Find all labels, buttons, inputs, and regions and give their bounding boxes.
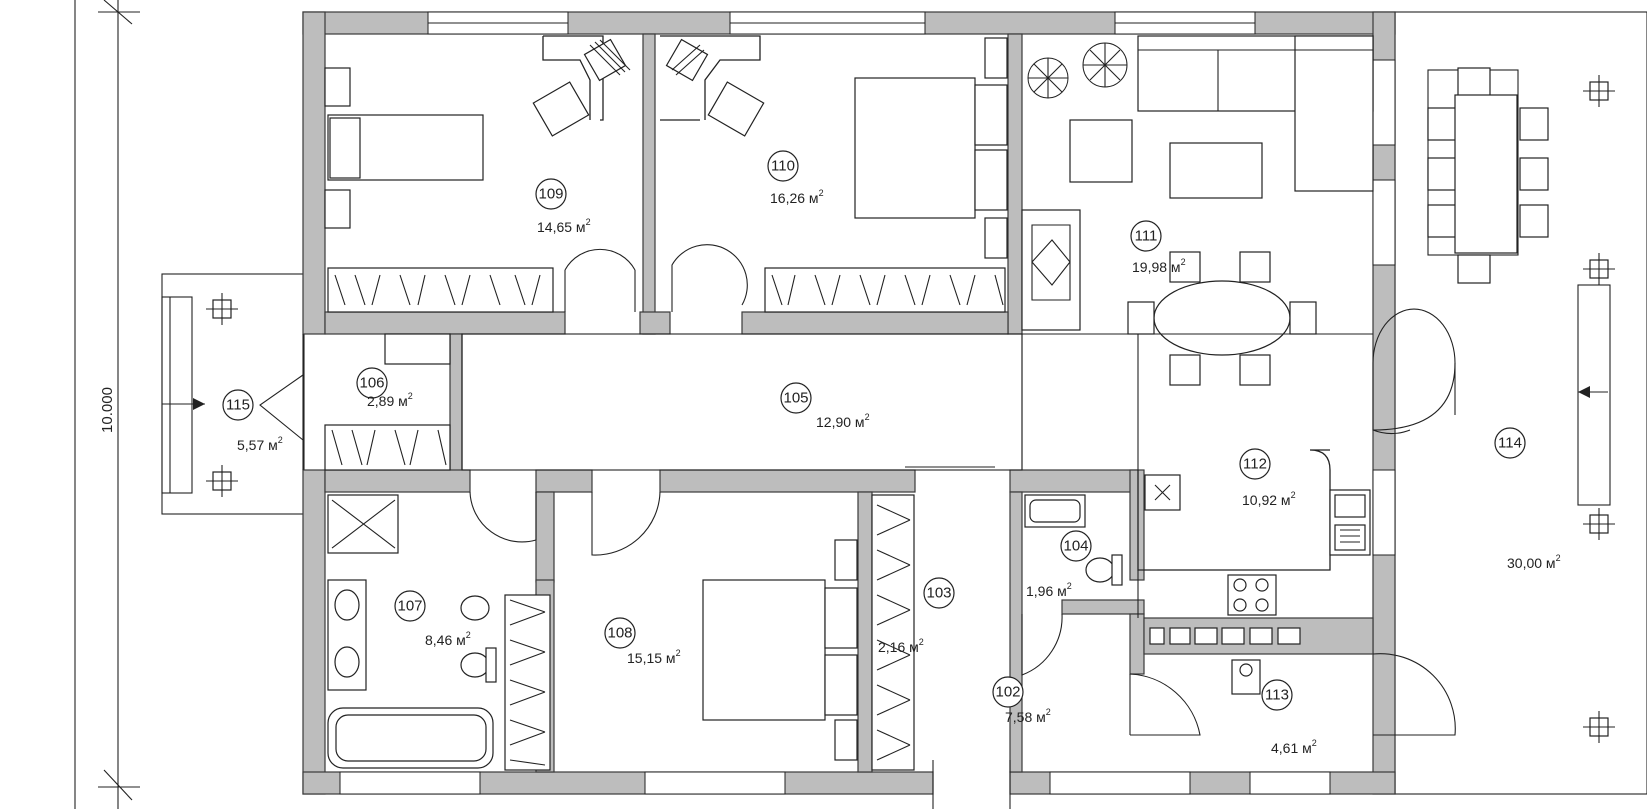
room-area: 4,61 м2 xyxy=(1271,738,1317,756)
room-112-furniture xyxy=(1021,308,1456,618)
room-number: 109 xyxy=(538,186,563,203)
room-area-value: 4,61 м xyxy=(1271,740,1312,756)
room-number-circle xyxy=(1261,679,1293,711)
room-area-superscript: 2 xyxy=(819,188,824,198)
room-area: 8,46 м2 xyxy=(425,630,471,648)
room-area-superscript: 2 xyxy=(1067,581,1072,591)
room-area-value: 30,00 м xyxy=(1507,555,1556,571)
room-number-circle xyxy=(222,389,254,421)
room-102-104-furniture xyxy=(932,494,1201,809)
room-area: 5,57 м2 xyxy=(237,435,283,453)
room-number-circle xyxy=(1494,427,1526,459)
dimension-line: 10.000 xyxy=(74,0,140,809)
room-area-value: 2,89 м xyxy=(367,393,408,409)
room-area: 12,90 м2 xyxy=(816,412,870,430)
room-area-value: 14,65 м xyxy=(537,219,586,235)
room-area: 19,98 м2 xyxy=(1132,257,1186,275)
room-111-furniture xyxy=(1021,35,1374,386)
room-number-circle xyxy=(780,382,812,414)
room-area-superscript: 2 xyxy=(1291,490,1296,500)
room-number: 112 xyxy=(1243,456,1267,473)
room-area: 10,92 м2 xyxy=(1242,490,1296,508)
room-area-value: 15,15 м xyxy=(627,650,676,666)
room-area-value: 19,98 м xyxy=(1132,259,1181,275)
room-113-furniture xyxy=(1149,627,1456,736)
room-number: 110 xyxy=(771,158,795,175)
dimension-label: 10.000 xyxy=(99,387,116,433)
room-number: 113 xyxy=(1265,687,1289,704)
room-area-value: 12,90 м xyxy=(816,414,865,430)
room-number-circle xyxy=(604,617,636,649)
room-area-superscript: 2 xyxy=(278,435,283,445)
room-number: 106 xyxy=(359,375,384,392)
room-area-superscript: 2 xyxy=(919,637,924,647)
room-number: 114 xyxy=(1498,435,1522,452)
room-107-furniture xyxy=(327,491,551,771)
room-number: 108 xyxy=(607,625,632,642)
room-area-superscript: 2 xyxy=(865,412,870,422)
room-105-106 xyxy=(259,333,1023,471)
room-number: 115 xyxy=(226,397,250,414)
room-number: 102 xyxy=(995,684,1020,701)
room-area-superscript: 2 xyxy=(1181,257,1186,267)
room-area-value: 7,58 м xyxy=(1005,709,1046,725)
room-area-superscript: 2 xyxy=(676,648,681,658)
room-area: 14,65 м2 xyxy=(537,217,591,235)
room-area: 2,89 м2 xyxy=(367,391,413,409)
room-number-circle xyxy=(923,577,955,609)
room-number-circle xyxy=(1130,220,1162,252)
room-number: 104 xyxy=(1063,538,1088,555)
room-area-superscript: 2 xyxy=(1046,707,1051,717)
room-area-value: 5,57 м xyxy=(237,437,278,453)
room-area: 16,26 м2 xyxy=(770,188,824,206)
room-number-circle xyxy=(992,676,1024,708)
room-area: 30,00 м2 xyxy=(1507,553,1561,571)
room-number: 103 xyxy=(926,585,951,602)
windows xyxy=(339,11,1396,795)
room-area-value: 2,16 м xyxy=(878,639,919,655)
room-area: 7,58 м2 xyxy=(1005,707,1051,725)
room-area-superscript: 2 xyxy=(586,217,591,227)
room-number-circle xyxy=(1239,448,1271,480)
room-number-circle xyxy=(394,590,426,622)
room-area-superscript: 2 xyxy=(408,391,413,401)
room-area-superscript: 2 xyxy=(466,630,471,640)
room-area: 15,15 м2 xyxy=(627,648,681,666)
room-area-value: 8,46 м xyxy=(425,632,466,648)
room-110-furniture xyxy=(660,35,1008,313)
room-109-furniture xyxy=(324,35,636,313)
room-area-value: 16,26 м xyxy=(770,190,819,206)
room-number-circle xyxy=(767,150,799,182)
room-area-value: 1,96 м xyxy=(1026,583,1067,599)
room-108-furniture xyxy=(591,491,915,771)
room-area-superscript: 2 xyxy=(1556,553,1561,563)
room-number: 105 xyxy=(783,390,808,407)
room-number-circle xyxy=(1060,530,1092,562)
room-area: 1,96 м2 xyxy=(1026,581,1072,599)
plant-icon xyxy=(1027,42,1128,99)
room-number-circle xyxy=(535,178,567,210)
room-number: 107 xyxy=(397,598,422,615)
room-area-value: 10,92 м xyxy=(1242,492,1291,508)
room-number: 111 xyxy=(1135,228,1158,245)
terrace-114 xyxy=(1394,11,1647,795)
room-area-superscript: 2 xyxy=(1312,738,1317,748)
room-area: 2,16 м2 xyxy=(878,637,924,655)
room-number-circle xyxy=(356,367,388,399)
porch-115 xyxy=(161,273,305,515)
